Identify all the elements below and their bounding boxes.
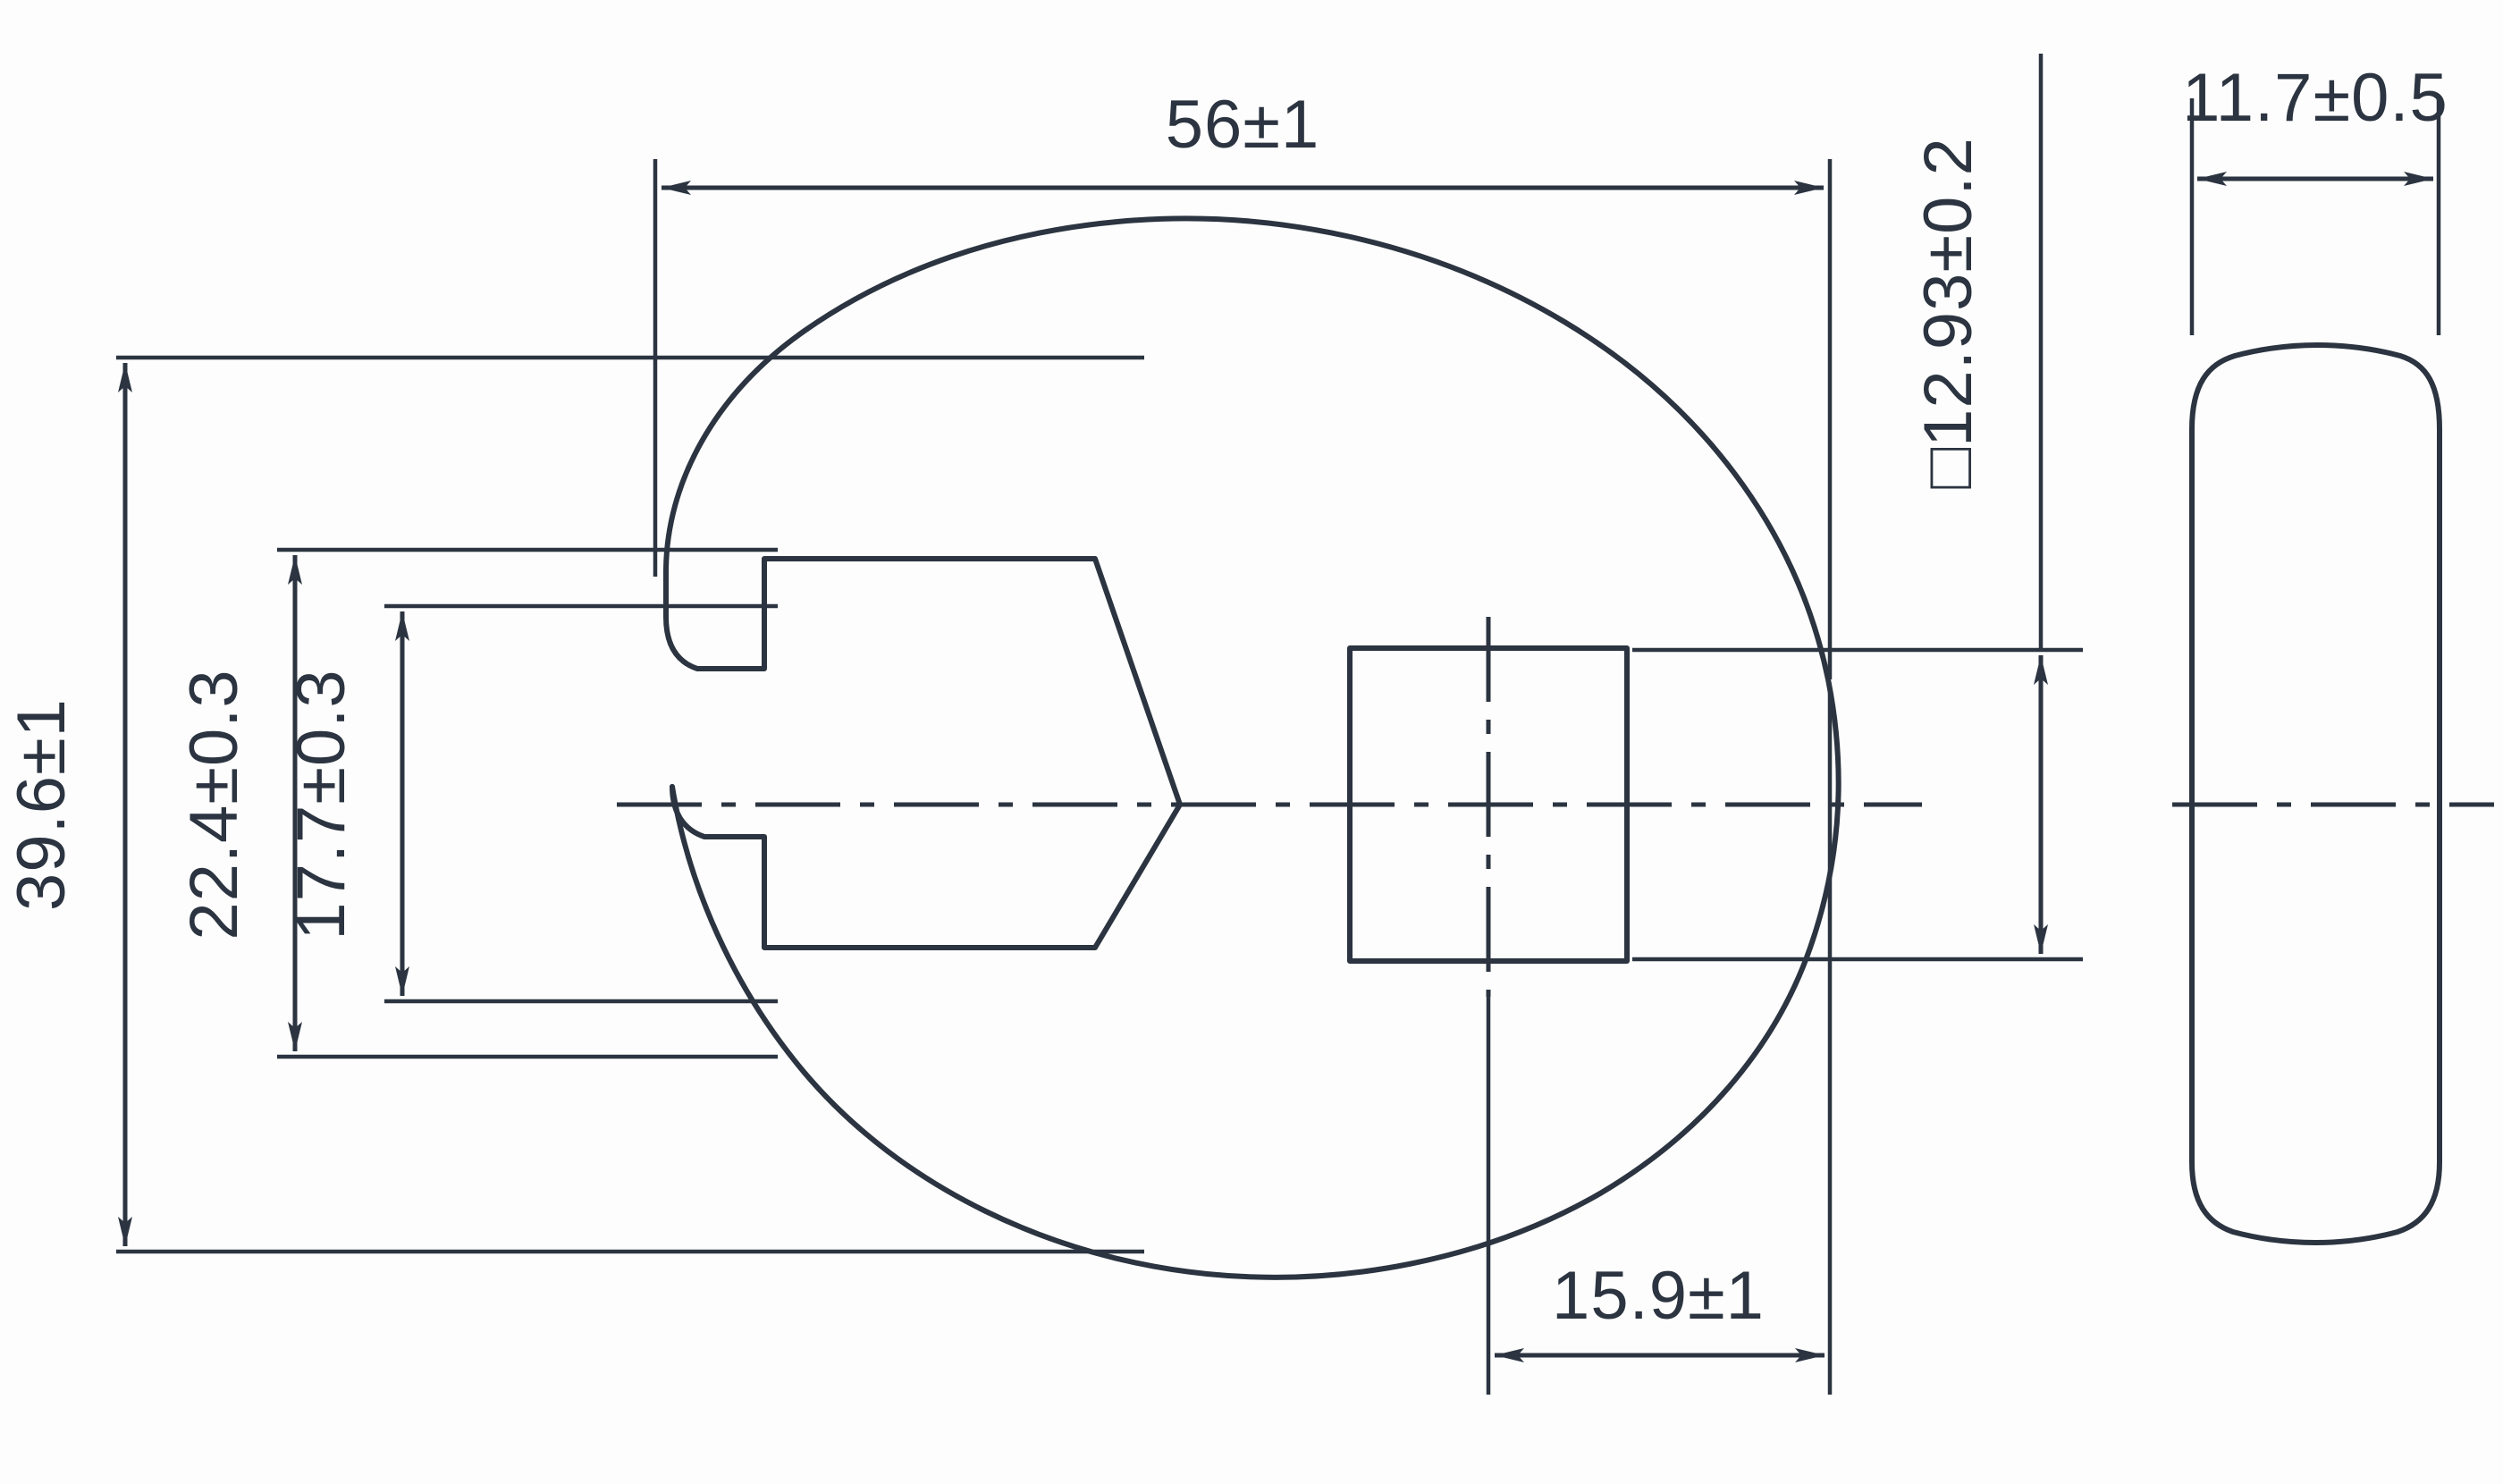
overall-width-label: 39.6±1 — [4, 698, 80, 911]
jaw-opening-label: 17.7±0.3 — [283, 669, 359, 940]
drive-offset-dimension — [1486, 688, 1833, 1395]
overall-length-label: 56±1 — [1166, 87, 1320, 163]
overall-length-dimension — [653, 159, 1833, 679]
drive-offset-label: 15.9±1 — [1552, 1258, 1765, 1334]
lower-jaw-arm — [670, 784, 1183, 950]
upper-jaw-arm — [663, 556, 1183, 807]
jaw-outer-width-label: 22.4±0.3 — [176, 669, 252, 940]
overall-width-dimension — [116, 355, 1144, 1254]
side-view-geometry — [2189, 342, 2442, 1245]
side-thickness-dimension — [2189, 98, 2441, 335]
centerlines-group — [617, 617, 2494, 997]
jaw-opening-dimension — [384, 603, 778, 1004]
square-drive-label: □12.93±0.2 — [1910, 137, 1986, 488]
side-thickness-label: 11.7±0.5 — [2182, 60, 2448, 136]
square-drive-dimension — [1632, 54, 2083, 962]
side-view-outline — [2189, 342, 2442, 1245]
jaw-outer-width-dimension — [277, 547, 778, 1059]
